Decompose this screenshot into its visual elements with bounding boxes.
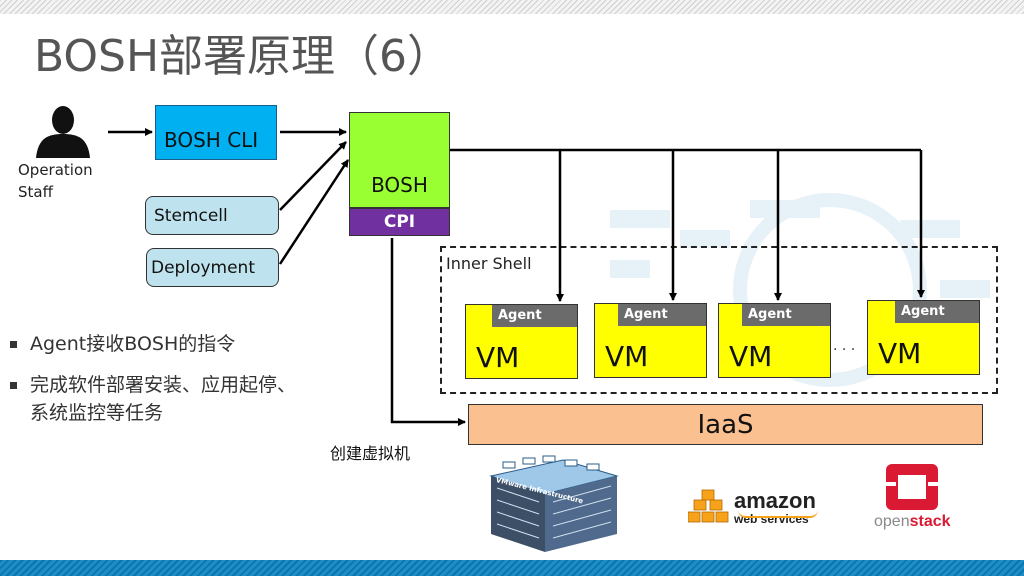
bullet-item-1: Agent接收BOSH的指令 bbox=[10, 330, 236, 358]
inner-shell-boundary bbox=[440, 246, 998, 394]
vm-label: VM bbox=[605, 340, 649, 373]
vm-label: VM bbox=[729, 340, 773, 373]
vm-label: VM bbox=[476, 341, 520, 374]
vm-box-1: Agent VM bbox=[465, 304, 578, 379]
bullet-text: Agent接收BOSH的指令 bbox=[30, 333, 236, 355]
vm-ellipsis: · · · bbox=[833, 342, 856, 358]
cpi-label: CPI bbox=[383, 212, 416, 232]
vm-box-4: Agent VM bbox=[867, 300, 980, 375]
operator-label-line1: Operation bbox=[18, 161, 93, 179]
vm-label: VM bbox=[878, 337, 922, 370]
aws-cubes-icon bbox=[688, 489, 729, 523]
bosh-director-label: BOSH bbox=[371, 173, 428, 197]
inner-shell-label: Inner Shell bbox=[446, 254, 532, 273]
arrow-stemcell-to-bosh bbox=[279, 141, 347, 211]
stemcell-label: Stemcell bbox=[154, 205, 228, 226]
arrow-deployment-to-bosh bbox=[278, 159, 350, 265]
top-decorative-bar bbox=[0, 0, 1024, 14]
page-title: BOSH部署原理（6） bbox=[34, 31, 452, 82]
bullet-text-continued: 系统监控等任务 bbox=[30, 402, 164, 424]
create-vm-label: 创建虚拟机 bbox=[330, 444, 411, 463]
person-icon bbox=[36, 106, 90, 158]
aws-logo-amazon: amazon bbox=[734, 488, 816, 513]
iaas-box: IaaS bbox=[468, 404, 983, 445]
vmware-servers-icon bbox=[489, 455, 619, 552]
aws-smile-icon bbox=[738, 510, 818, 518]
bullet-item-2: 完成软件部署安装、应用起停、 系统监控等任务 bbox=[10, 371, 297, 427]
bullet-text: 完成软件部署安装、应用起停、 bbox=[30, 374, 297, 396]
stemcell-box: Stemcell bbox=[145, 196, 279, 235]
cpi-box: CPI bbox=[349, 208, 450, 236]
deployment-box: Deployment bbox=[146, 248, 279, 287]
agent-label: Agent bbox=[742, 304, 830, 326]
deployment-label: Deployment bbox=[151, 257, 255, 278]
agent-label: Agent bbox=[895, 301, 979, 323]
bullet-marker bbox=[10, 341, 17, 348]
agent-label: Agent bbox=[618, 304, 706, 326]
vm-box-2: Agent VM bbox=[594, 303, 707, 378]
openstack-logo-open: open bbox=[874, 513, 910, 530]
iaas-label: IaaS bbox=[697, 409, 754, 440]
bosh-cli-box: BOSH CLI bbox=[155, 105, 277, 160]
openstack-logo-stack: stack bbox=[909, 513, 951, 530]
bottom-decorative-bar bbox=[0, 560, 1024, 576]
bosh-cli-label: BOSH CLI bbox=[164, 128, 259, 152]
bullet-marker bbox=[10, 382, 17, 389]
openstack-logo-text: openstack bbox=[874, 513, 951, 531]
arrow-cpi-to-iaas bbox=[390, 238, 466, 426]
bosh-director-box: BOSH bbox=[349, 112, 450, 208]
vm-box-3: Agent VM bbox=[718, 303, 831, 378]
operator-label-line2: Staff bbox=[18, 183, 53, 201]
openstack-icon bbox=[884, 464, 940, 510]
agent-label: Agent bbox=[492, 305, 577, 327]
